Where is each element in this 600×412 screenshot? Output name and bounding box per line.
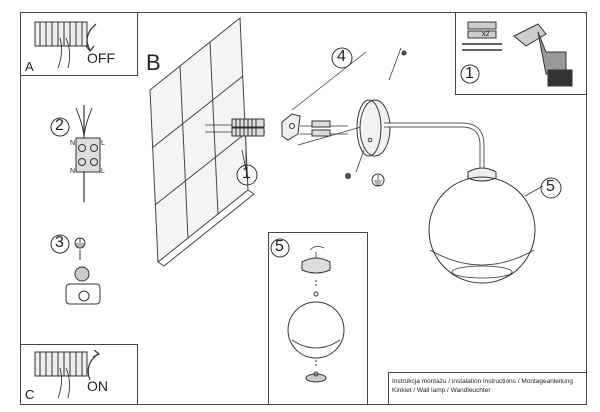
tools-quantity-label: x2 xyxy=(482,31,490,38)
shade-assembly-illustration xyxy=(270,238,345,383)
terminal-n-bottom: N xyxy=(70,168,76,175)
wall-lamp-illustration xyxy=(345,47,544,284)
switch-off-illustration xyxy=(34,21,97,69)
tools-illustration xyxy=(460,21,573,87)
switch-on-label: ON xyxy=(87,378,108,394)
switch-on-illustration xyxy=(34,349,101,399)
earth-connection-illustration xyxy=(50,234,101,305)
footer-panel xyxy=(388,372,587,405)
step-4-circle xyxy=(331,47,353,69)
footer-text: Instrukcja montażu / instalation instruc… xyxy=(392,377,597,395)
step-4-label: 4 xyxy=(337,48,346,65)
terminal-l-bottom: L xyxy=(101,168,105,175)
step-1-circle xyxy=(236,164,258,186)
wall-illustration xyxy=(149,16,255,267)
wall-plugs-illustration xyxy=(205,118,265,167)
step-3-label: 3 xyxy=(55,234,64,251)
mounting-bracket-illustration xyxy=(281,51,369,146)
step-2-label: 2 xyxy=(55,117,64,134)
panel-c-letter: C xyxy=(25,387,35,402)
switch-off-label: OFF xyxy=(87,50,115,66)
terminal-l-top: L xyxy=(101,140,105,147)
terminal-n-top: N xyxy=(70,140,76,147)
step-5-label: 5 xyxy=(546,178,555,195)
footer-line-1: Instrukcja montażu / instalation instruc… xyxy=(392,378,574,385)
step-1-label: 1 xyxy=(242,165,251,182)
step-1-tools-label: 1 xyxy=(465,65,474,82)
step-5-circle xyxy=(540,177,562,199)
panel-b-letter: B xyxy=(146,50,161,75)
panel-a-letter: A xyxy=(25,59,34,74)
connection-terminal-illustration xyxy=(50,105,101,202)
footer-line-2: Kinkiet / Wall lamp / Wandleuchter xyxy=(392,387,491,395)
step-5-inset-label: 5 xyxy=(275,238,284,255)
